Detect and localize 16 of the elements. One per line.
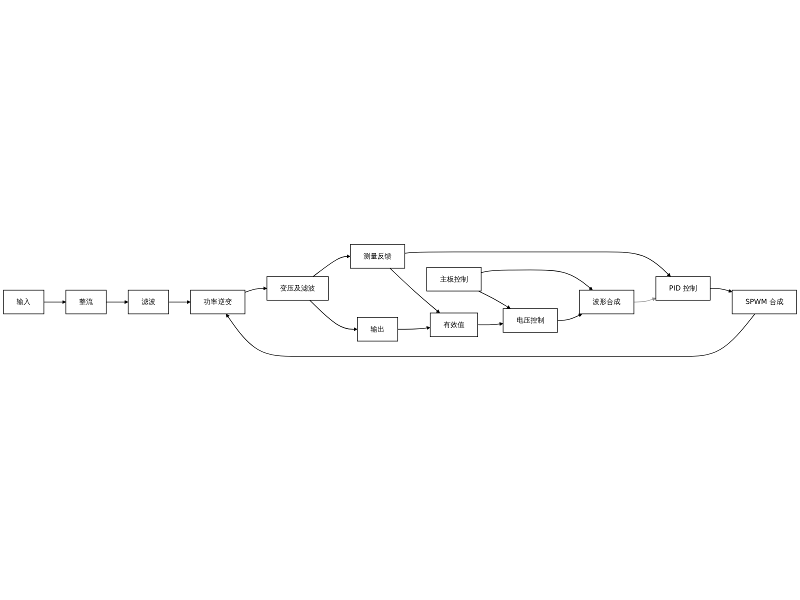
arrow <box>309 299 358 331</box>
arrow <box>244 286 268 292</box>
arrow <box>397 326 430 330</box>
arrow <box>106 300 128 304</box>
arrow <box>710 288 732 292</box>
arrow <box>634 296 656 302</box>
arrow <box>478 290 511 308</box>
arrow <box>390 267 440 313</box>
arrow <box>168 300 191 304</box>
arrow <box>312 254 350 276</box>
arrow <box>480 269 593 290</box>
arrow <box>226 313 756 356</box>
arrow <box>44 300 66 304</box>
arrow <box>477 322 504 326</box>
arrow <box>404 251 671 276</box>
arrow <box>557 313 582 320</box>
